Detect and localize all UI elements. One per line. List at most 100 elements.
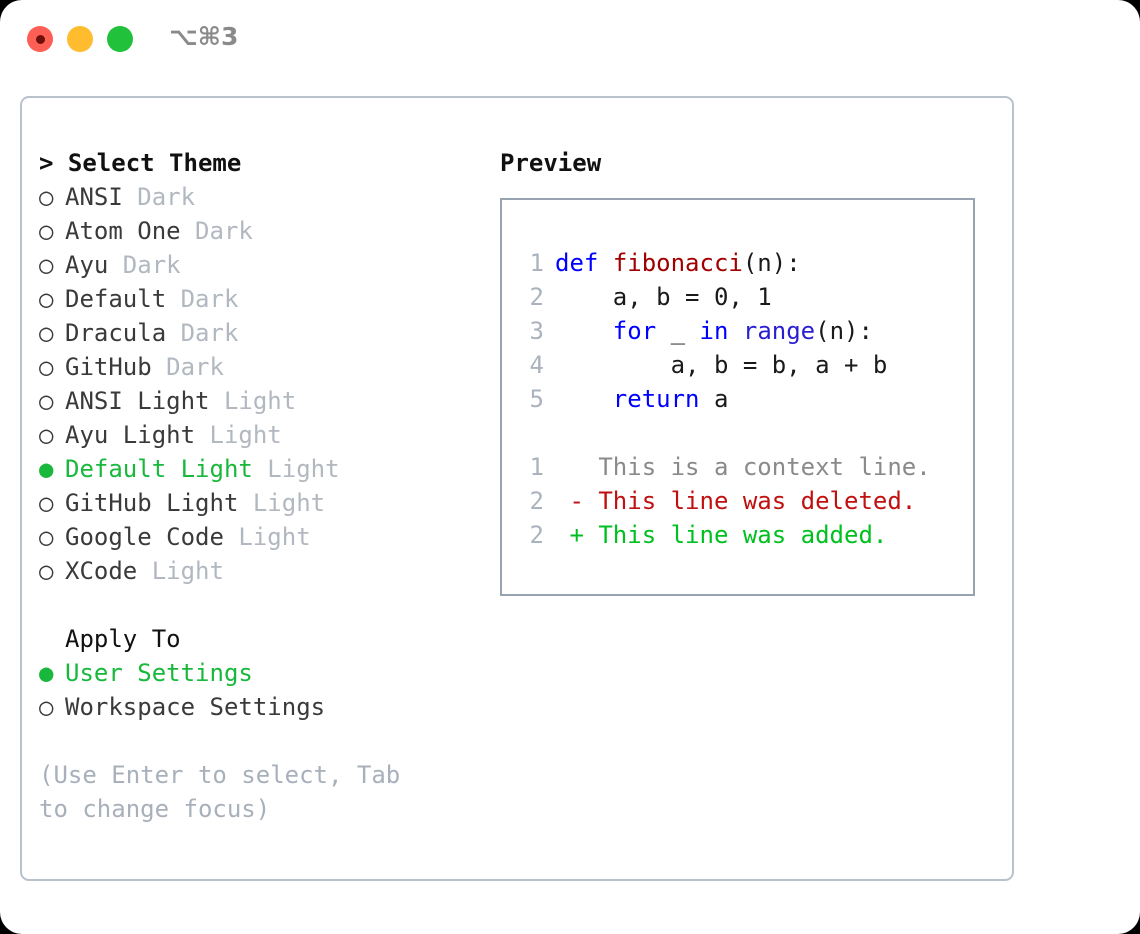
theme-option-label: GitHub bbox=[65, 353, 152, 381]
code-token: a bbox=[699, 385, 729, 413]
apply-to-header: Apply To bbox=[65, 625, 181, 653]
theme-option-category: Light bbox=[209, 387, 297, 415]
code-token bbox=[555, 317, 613, 345]
code-token: _ bbox=[656, 317, 700, 345]
apply-to-list: ● User Settings ○Workspace Settings bbox=[39, 656, 499, 724]
diff-text: This line was deleted. bbox=[583, 487, 917, 515]
theme-option[interactable]: ● Default Light Light bbox=[39, 452, 499, 486]
line-number: 2 bbox=[529, 487, 544, 515]
line-number: 2 bbox=[529, 521, 544, 549]
diff-sign: - bbox=[555, 487, 584, 515]
theme-selector-panel: > Select Theme ○ANSI Dark○Atom One Dark○… bbox=[20, 96, 1014, 881]
theme-option-label: Atom One bbox=[65, 217, 181, 245]
diff-text: This is a context line. bbox=[583, 453, 931, 481]
theme-option[interactable]: ○ Ayu Light Light bbox=[39, 418, 499, 452]
keyboard-hint-text: (Use Enter to select, Tab to change focu… bbox=[39, 761, 401, 823]
radio-unselected-icon: ○ bbox=[39, 251, 54, 279]
theme-option-category: Light bbox=[238, 489, 326, 517]
theme-option[interactable]: ○ Dracula Dark bbox=[39, 316, 499, 350]
code-token: def bbox=[555, 249, 599, 277]
select-theme-header: > Select Theme bbox=[39, 149, 242, 177]
theme-option-label: Default Light bbox=[65, 455, 253, 483]
code-token: (n): bbox=[742, 249, 801, 277]
theme-option-category: Light bbox=[252, 455, 340, 483]
diff-sign bbox=[555, 453, 584, 481]
theme-option-category: Dark bbox=[180, 217, 253, 245]
line-number: 3 bbox=[529, 317, 544, 345]
code-token: fibonacci bbox=[612, 249, 743, 277]
radio-unselected-icon: ○ bbox=[39, 523, 54, 551]
preview-title: Preview bbox=[500, 149, 602, 177]
theme-option[interactable]: ○ Google Code Light bbox=[39, 520, 499, 554]
theme-option-category: Light bbox=[137, 557, 224, 585]
theme-option[interactable]: ○ XCode Light bbox=[39, 554, 499, 588]
title-bar: ⌥⌘3 bbox=[0, 0, 1140, 78]
code-token bbox=[598, 249, 612, 277]
code-token: return bbox=[612, 385, 700, 413]
keyboard-shortcut-label: ⌥⌘3 bbox=[169, 22, 239, 51]
radio-unselected-icon: ○ bbox=[39, 421, 54, 449]
diff-line: 1 This is a context line. bbox=[516, 450, 931, 484]
line-number: 2 bbox=[529, 283, 544, 311]
code-token: a, b = b, a + b bbox=[555, 351, 888, 379]
radio-selected-icon: ● bbox=[39, 659, 54, 687]
line-number: 5 bbox=[529, 385, 544, 413]
code-token: in bbox=[699, 317, 729, 345]
radio-unselected-icon: ○ bbox=[39, 387, 54, 415]
theme-option-category: Dark bbox=[151, 353, 224, 381]
theme-option[interactable]: ○GitHub Light Light bbox=[39, 486, 499, 520]
code-token: (n): bbox=[815, 317, 873, 345]
theme-option-label: Ayu bbox=[65, 251, 109, 279]
apply-to-option[interactable]: ● User Settings bbox=[39, 656, 499, 690]
code-line: 2 a, b = 0, 1 bbox=[516, 280, 931, 314]
traffic-lights bbox=[27, 26, 133, 52]
theme-option-label: ANSI Light bbox=[65, 387, 210, 415]
line-number: 1 bbox=[529, 453, 544, 481]
radio-unselected-icon: ○ bbox=[39, 217, 54, 245]
apply-to-option[interactable]: ○Workspace Settings bbox=[39, 690, 499, 724]
theme-option-label: Dracula bbox=[65, 319, 167, 347]
code-line: 3 for _ in range(n): bbox=[516, 314, 931, 348]
radio-selected-icon: ● bbox=[39, 455, 54, 483]
apply-to-option-label: User Settings bbox=[65, 659, 253, 687]
radio-unselected-icon: ○ bbox=[39, 285, 54, 313]
theme-option-category: Dark bbox=[122, 183, 196, 211]
theme-option-label: Google Code bbox=[65, 523, 224, 551]
theme-option-category: Light bbox=[195, 421, 282, 449]
theme-option[interactable]: ○ GitHub Dark bbox=[39, 350, 499, 384]
maximize-window-button[interactable] bbox=[107, 26, 133, 52]
theme-option-category: Dark bbox=[166, 285, 239, 313]
code-token bbox=[728, 317, 742, 345]
line-number: 4 bbox=[529, 351, 544, 379]
close-window-button[interactable] bbox=[27, 26, 53, 52]
line-number: 1 bbox=[529, 249, 544, 277]
theme-option-category: Light bbox=[223, 523, 311, 551]
code-token: for bbox=[612, 317, 657, 345]
theme-option[interactable]: ○ Ayu Dark bbox=[39, 248, 499, 282]
theme-option[interactable]: ○ Default Dark bbox=[39, 282, 499, 316]
theme-option[interactable]: ○ ANSI Light Light bbox=[39, 384, 499, 418]
theme-option-category: Dark bbox=[108, 251, 181, 279]
theme-option[interactable]: ○ Atom One Dark bbox=[39, 214, 499, 248]
radio-unselected-icon: ○ bbox=[39, 557, 54, 585]
theme-list-column: > Select Theme ○ANSI Dark○Atom One Dark○… bbox=[39, 146, 499, 826]
theme-option-label: GitHub Light bbox=[65, 489, 239, 517]
code-blank-line bbox=[516, 416, 931, 450]
diff-sign: + bbox=[555, 521, 584, 549]
diff-line: 2 + This line was added. bbox=[516, 518, 931, 552]
radio-unselected-icon: ○ bbox=[39, 183, 54, 211]
code-line: 1 def fibonacci(n): bbox=[516, 246, 931, 280]
theme-option-label: Default bbox=[65, 285, 167, 313]
theme-option-label: XCode bbox=[65, 557, 138, 585]
radio-unselected-icon: ○ bbox=[39, 319, 54, 347]
code-line: 5 return a bbox=[516, 382, 931, 416]
theme-option-category: Dark bbox=[166, 319, 239, 347]
radio-unselected-icon: ○ bbox=[39, 353, 54, 381]
theme-option-label: Ayu Light bbox=[65, 421, 196, 449]
minimize-window-button[interactable] bbox=[67, 26, 93, 52]
theme-option[interactable]: ○ANSI Dark bbox=[39, 180, 499, 214]
